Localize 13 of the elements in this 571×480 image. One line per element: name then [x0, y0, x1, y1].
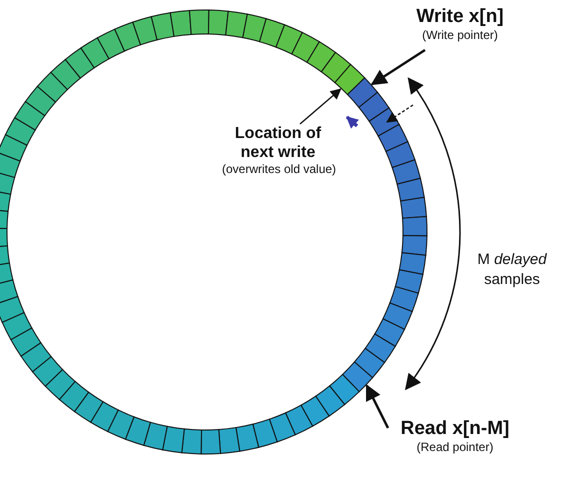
note-text: (Write pointer)	[421, 28, 499, 42]
buffer-cell	[334, 64, 366, 95]
heading-text: Location of next write	[234, 124, 322, 162]
buffer-cell	[342, 361, 374, 392]
arrow	[370, 48, 426, 86]
arrow	[366, 384, 390, 429]
note-text: (overwrites old value)	[222, 162, 334, 176]
note-text: (Read pointer)	[416, 440, 494, 454]
heading-text: Write x[n]	[415, 6, 505, 28]
leader-line	[300, 88, 342, 124]
span-label: M delayed samples	[476, 250, 548, 290]
heading-text: Read x[n-M]	[400, 418, 510, 440]
buffer-cell	[346, 77, 378, 108]
